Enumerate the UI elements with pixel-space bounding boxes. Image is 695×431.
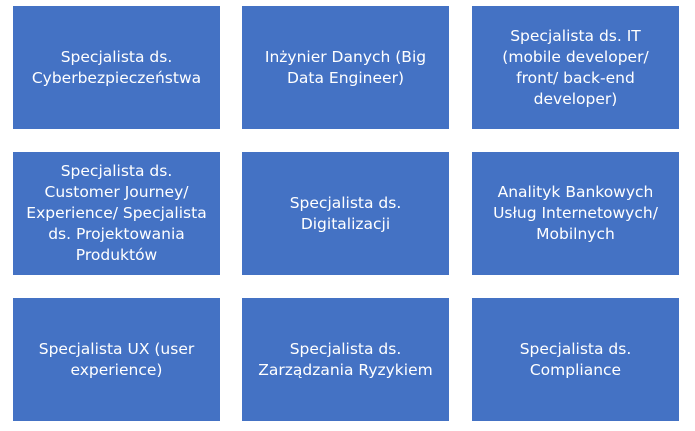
tile-compliance-specialist: Specjalista ds. Compliance <box>472 298 679 421</box>
tile-digitalization-specialist: Specjalista ds. Digitalizacji <box>242 152 449 275</box>
tile-ux-specialist: Specjalista UX (user experience) <box>13 298 220 421</box>
tile-customer-journey-specialist: Specjalista ds. Customer Journey/ Experi… <box>13 152 220 275</box>
tile-it-specialist: Specjalista ds. IT (mobile developer/ fr… <box>472 6 679 129</box>
tile-risk-management-specialist: Specjalista ds. Zarządzania Ryzykiem <box>242 298 449 421</box>
tile-banking-services-analyst: Analityk Bankowych Usług Internetowych/ … <box>472 152 679 275</box>
tile-cybersecurity-specialist: Specjalista ds. Cyberbezpieczeństwa <box>13 6 220 129</box>
tile-data-engineer: Inżynier Danych (Big Data Engineer) <box>242 6 449 129</box>
